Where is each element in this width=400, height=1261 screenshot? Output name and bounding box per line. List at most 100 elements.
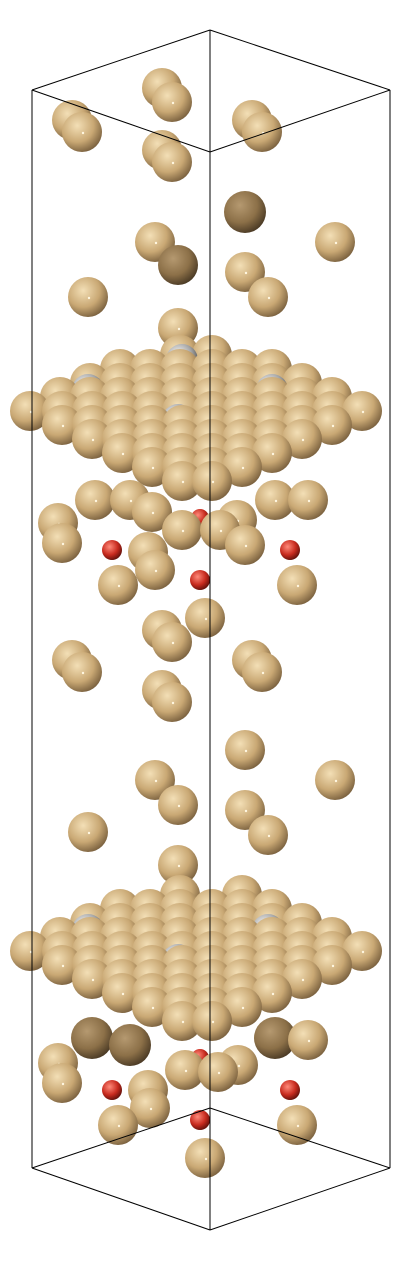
gold-atom	[222, 987, 262, 1027]
gold-atom	[158, 785, 198, 825]
unit-cell-front-edges	[31, 89, 391, 1231]
gold-atom	[288, 480, 328, 520]
atom-highlight	[301, 438, 305, 442]
gold-atom	[98, 565, 138, 605]
atom-highlight	[331, 964, 335, 968]
gold-atom	[225, 730, 265, 770]
oxygen-atom	[190, 570, 210, 590]
gold-atom	[162, 461, 202, 501]
atom-highlight	[151, 511, 155, 515]
atom-highlight	[334, 779, 338, 783]
gold-atom	[312, 405, 352, 445]
gold-atom	[282, 959, 322, 999]
gold-atom	[158, 845, 198, 885]
gold-atom	[165, 1050, 205, 1090]
atom-highlight	[177, 864, 181, 868]
atom-highlight	[171, 641, 175, 645]
gold-atom	[242, 652, 282, 692]
gold-atom	[315, 222, 355, 262]
dark_gold-atom	[254, 1017, 296, 1059]
oxygen-atom	[102, 1080, 122, 1100]
atom-highlight	[149, 1107, 153, 1111]
gold-atom	[10, 391, 50, 431]
atom-highlight	[177, 327, 181, 331]
gold-atom	[132, 447, 172, 487]
gold-atom	[62, 652, 102, 692]
atom-highlight	[81, 131, 85, 135]
atom-highlight	[61, 424, 65, 428]
atom-highlight	[151, 466, 155, 470]
dark_gold-atom	[158, 245, 198, 285]
atom-highlight	[117, 584, 121, 588]
atom-highlight	[61, 542, 65, 546]
atom-highlight	[171, 101, 175, 105]
atom-highlight	[361, 950, 365, 954]
atom-highlight	[181, 1020, 185, 1024]
gold-atom	[42, 1063, 82, 1103]
gold-atom	[255, 480, 295, 520]
atom-highlight	[211, 480, 215, 484]
cell-edge-1	[209, 89, 391, 153]
gold-atom	[102, 433, 142, 473]
atom-highlight	[271, 452, 275, 456]
gold-atom	[185, 598, 225, 638]
atom-highlight	[244, 271, 248, 275]
atom-highlight	[181, 480, 185, 484]
atom-highlight	[91, 438, 95, 442]
gold-atom	[225, 525, 265, 565]
atom-highlight	[296, 584, 300, 588]
atom-highlight	[219, 529, 223, 533]
atom-highlight	[307, 1039, 311, 1043]
gold-atom	[288, 1020, 328, 1060]
gold-atom	[132, 987, 172, 1027]
atom-highlight	[261, 671, 265, 675]
cell-edge-0	[31, 89, 211, 153]
gold-atom	[252, 973, 292, 1013]
atom-highlight	[121, 452, 125, 456]
gold-atom	[162, 510, 202, 550]
gold-atom	[277, 1105, 317, 1145]
gold-atom	[198, 1052, 238, 1092]
atom-highlight	[274, 499, 278, 503]
dark_gold-atom	[109, 1024, 151, 1066]
cell-edge-7	[31, 1107, 211, 1169]
gold-atom	[277, 565, 317, 605]
gold-atom	[68, 812, 108, 852]
gold-atom	[72, 959, 112, 999]
atom-highlight	[204, 1157, 208, 1161]
gold-atom	[315, 760, 355, 800]
atom-highlight	[271, 992, 275, 996]
atom-highlight	[204, 617, 208, 621]
gold-atom	[42, 405, 82, 445]
gold-atom	[75, 480, 115, 520]
dark_gold-atom	[224, 191, 266, 233]
gold-atom	[42, 945, 82, 985]
gold-atom	[252, 433, 292, 473]
atom-highlight	[154, 241, 158, 245]
atom-highlight	[244, 749, 248, 753]
atom-highlight	[331, 424, 335, 428]
atom-highlight	[129, 499, 133, 503]
atom-highlight	[154, 779, 158, 783]
gold-atom	[242, 112, 282, 152]
gold-atom	[42, 523, 82, 563]
atom-highlight	[237, 1064, 241, 1068]
gold-atom	[282, 419, 322, 459]
atom-highlight	[307, 499, 311, 503]
gold-atom	[68, 277, 108, 317]
atom-highlight	[211, 1020, 215, 1024]
dark_gold-atom	[71, 1017, 113, 1059]
gold-atom	[62, 112, 102, 152]
atom-highlight	[117, 1124, 121, 1128]
atom-highlight	[61, 1082, 65, 1086]
gold-atom	[185, 1138, 225, 1178]
atom-highlight	[301, 978, 305, 982]
atom-highlight	[87, 296, 91, 300]
atom-layer	[10, 68, 382, 1178]
cell-back-edge-0	[31, 29, 211, 91]
oxygen-atom	[280, 1080, 300, 1100]
atom-highlight	[184, 1069, 188, 1073]
gold-atom	[135, 550, 175, 590]
